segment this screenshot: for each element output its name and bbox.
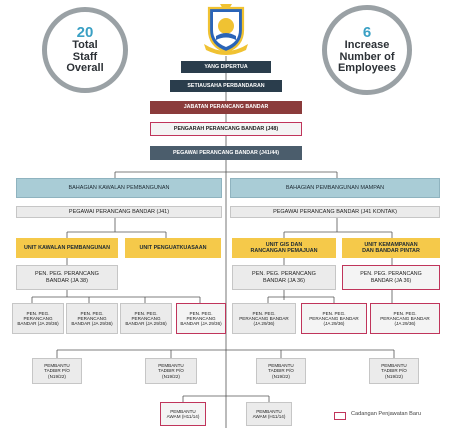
box-pegawai-right-division: PEGAWAI PERANCANG BANDAR (J41 KONTAK) [230,206,440,218]
box-sub-left-4-proposed: PEN. PEG. PERANCANG BANDAR (JA 29/36) [176,303,226,334]
stat-total-staff-label: Total Staff Overall [66,39,104,75]
box-pen-peg-kemampanan: PEN. PEG. PERANCANG BANDAR (JA 36) [342,265,440,290]
box-pengarah-perancang-bandar: PENGARAH PERANCANG BANDAR (J48) [150,122,302,136]
legend-proposed-swatch [334,412,346,420]
box-pembantu-tadbir-3: PEMBANTU TADBIR P/O (N19/22) [256,358,306,384]
council-emblem-logo [204,4,248,55]
box-pegawai-left-division: PEGAWAI PERANCANG BANDAR (J41) [16,206,222,218]
stat-total-staff-number: 20 [76,24,94,42]
box-pegawai-perancang-bandar-top: PEGAWAI PERANCANG BANDAR (J41/44) [150,146,302,160]
box-yang-dipertua: YANG DIPERTUA [181,61,271,73]
box-bahagian-pembangunan-mampan: BAHAGIAN PEMBANGUNAN MAMPAN [230,178,440,198]
box-pembantu-awam: PEMBANTU AWAM (H11/14) [246,402,292,426]
box-unit-gis-rancangan-pemajuan: UNIT GIS DAN RANCANGAN PEMAJUAN [232,238,336,258]
box-pembantu-tadbir-2: PEMBANTU TADBIR P/O (N19/22) [145,358,197,384]
box-pembantu-tadbir-4: PEMBANTU TADBIR P/O (N19/22) [369,358,419,384]
box-pen-peg-gis: PEN. PEG. PERANCANG BANDAR (JA 36) [232,265,336,290]
box-sub-left-2: PEN. PEG. PERANCANG BANDAR (JA 29/36) [66,303,118,334]
box-pembantu-tadbir-1: PEMBANTU TADBIR P/O (N19/22) [32,358,82,384]
box-pen-peg-left: PEN. PEG. PERANCANG BANDAR (JA 38) [16,265,118,290]
box-bahagian-kawalan-pembangunan: BAHAGIAN KAWALAN PEMBANGUNAN [16,178,222,198]
box-setiausaha-perbandaran: SETIAUSAHA PERBANDARAN [170,80,282,92]
box-unit-kawalan-pembangunan: UNIT KAWALAN PEMBANGUNAN [16,238,118,258]
stat-increase-label: Increase Number of Employees [337,39,397,75]
box-sub-left-3: PEN. PEG. PERANCANG BANDAR (JA 29/36) [120,303,172,334]
box-sub-right-1: PEN. PEG. PERANCANG BANDAR (JA 29/36) [232,303,296,334]
box-jabatan-perancang-bandar: JABATAN PERANCANG BANDAR [150,101,302,114]
box-sub-right-3-proposed: PEN. PEG. PERANCANG BANDAR (JA 29/36) [370,303,440,334]
stat-increase-employees: 6 Increase Number of Employees [322,5,412,95]
box-pembantu-awam-proposed: PEMBANTU AWAM (H11/14) [160,402,206,426]
legend-label: Cadangan Penjawatan Baru [351,411,421,417]
box-sub-right-2-proposed: PEN. PEG. PERANCANG BANDAR (JA 29/36) [301,303,367,334]
box-unit-penguatkuasaan: UNIT PENGUATKUASAAN [125,238,221,258]
stat-total-staff: 20 Total Staff Overall [42,7,128,93]
box-unit-kemampanan-bandar-pintar: UNIT KEMAMPANAN DAN BANDAR PINTAR [342,238,440,258]
stat-increase-number: 6 [362,24,372,42]
box-sub-left-1: PEN. PEG. PERANCANG BANDAR (JA 29/36) [12,303,64,334]
